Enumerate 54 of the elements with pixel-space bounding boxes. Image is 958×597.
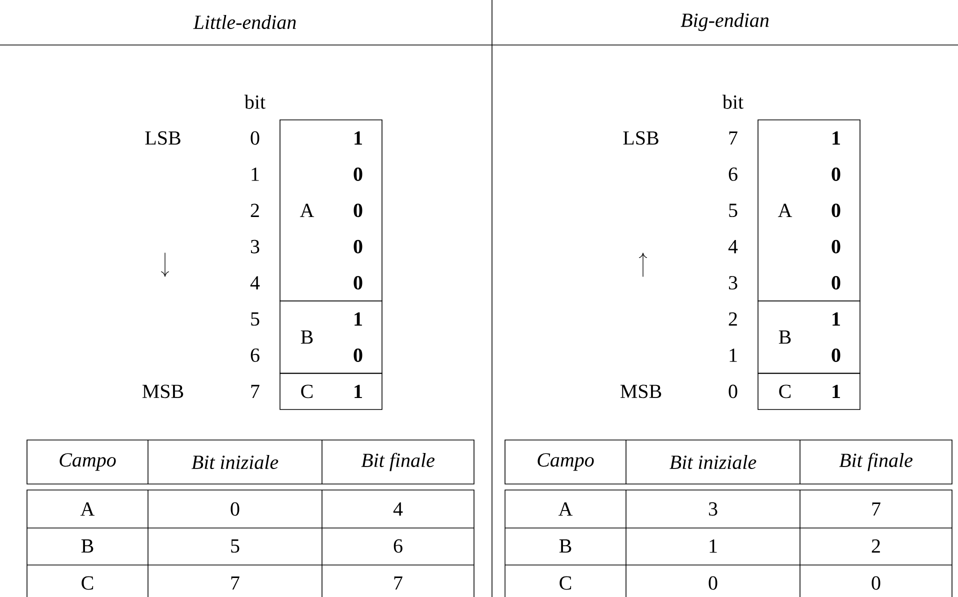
table-value: 0 (872, 576, 880, 590)
byte-end-label: LSB (623, 131, 658, 145)
byte-end-label: MSB (620, 384, 662, 398)
table-value: 7 (231, 576, 240, 590)
column-header: Bit iniziale (192, 454, 278, 470)
column-header: Bit finale (361, 452, 434, 472)
column-header: Campo (538, 453, 594, 471)
bit-index: 7 (729, 131, 738, 145)
field-box: C 1 (758, 372, 860, 410)
table-value: 6 (394, 539, 402, 553)
table-value: C (82, 576, 94, 590)
panel-title: Little-endian (193, 14, 296, 30)
byte-end-label: LSB (145, 131, 180, 145)
table-value: B (559, 539, 572, 553)
field-box: B 1 0 (280, 300, 382, 374)
field-box: A 1 0 0 0 0 (758, 120, 860, 302)
column-header: Bit finale (839, 452, 913, 472)
table-value: 7 (872, 502, 880, 516)
table-value: 1 (710, 539, 717, 553)
table-value: A (80, 502, 95, 516)
table-value: C (560, 576, 572, 590)
bit-index: 3 (728, 276, 738, 290)
table-value: A (558, 502, 573, 516)
table-value: 2 (872, 539, 880, 553)
bit-index: 3 (250, 240, 260, 254)
bit-index: 4 (728, 240, 738, 254)
table-value: 7 (394, 576, 402, 590)
field-box: C 1 (280, 372, 382, 410)
table-value: 0 (230, 502, 240, 516)
field-box: A 1 0 0 0 0 (280, 120, 382, 302)
column-label: bit (244, 94, 266, 109)
bit-index: 2 (250, 204, 259, 218)
table-value: 3 (708, 502, 718, 516)
panel-title: Big-endian (680, 12, 769, 32)
field-box: B 1 0 (758, 300, 860, 374)
bit-index: 0 (250, 131, 260, 145)
table-value: 4 (393, 502, 403, 516)
table-value: 5 (231, 539, 240, 553)
bit-index: 7 (251, 384, 260, 398)
bit-index: 2 (728, 312, 737, 326)
bit-index: 5 (251, 312, 260, 326)
bit-index: 1 (252, 168, 259, 181)
table-value: B (81, 539, 94, 553)
bit-index: 6 (728, 168, 738, 181)
bit-index: 5 (729, 204, 738, 218)
column-label: bit (722, 94, 744, 109)
column-header: Bit iniziale (670, 454, 756, 470)
bit-index: 4 (250, 276, 260, 290)
table-value: 0 (708, 576, 718, 590)
bit-index: 6 (250, 348, 260, 362)
byte-end-label: MSB (142, 384, 184, 398)
bit-index: 0 (728, 384, 738, 398)
column-header: Campo (60, 453, 116, 471)
bit-index: 1 (730, 348, 737, 362)
